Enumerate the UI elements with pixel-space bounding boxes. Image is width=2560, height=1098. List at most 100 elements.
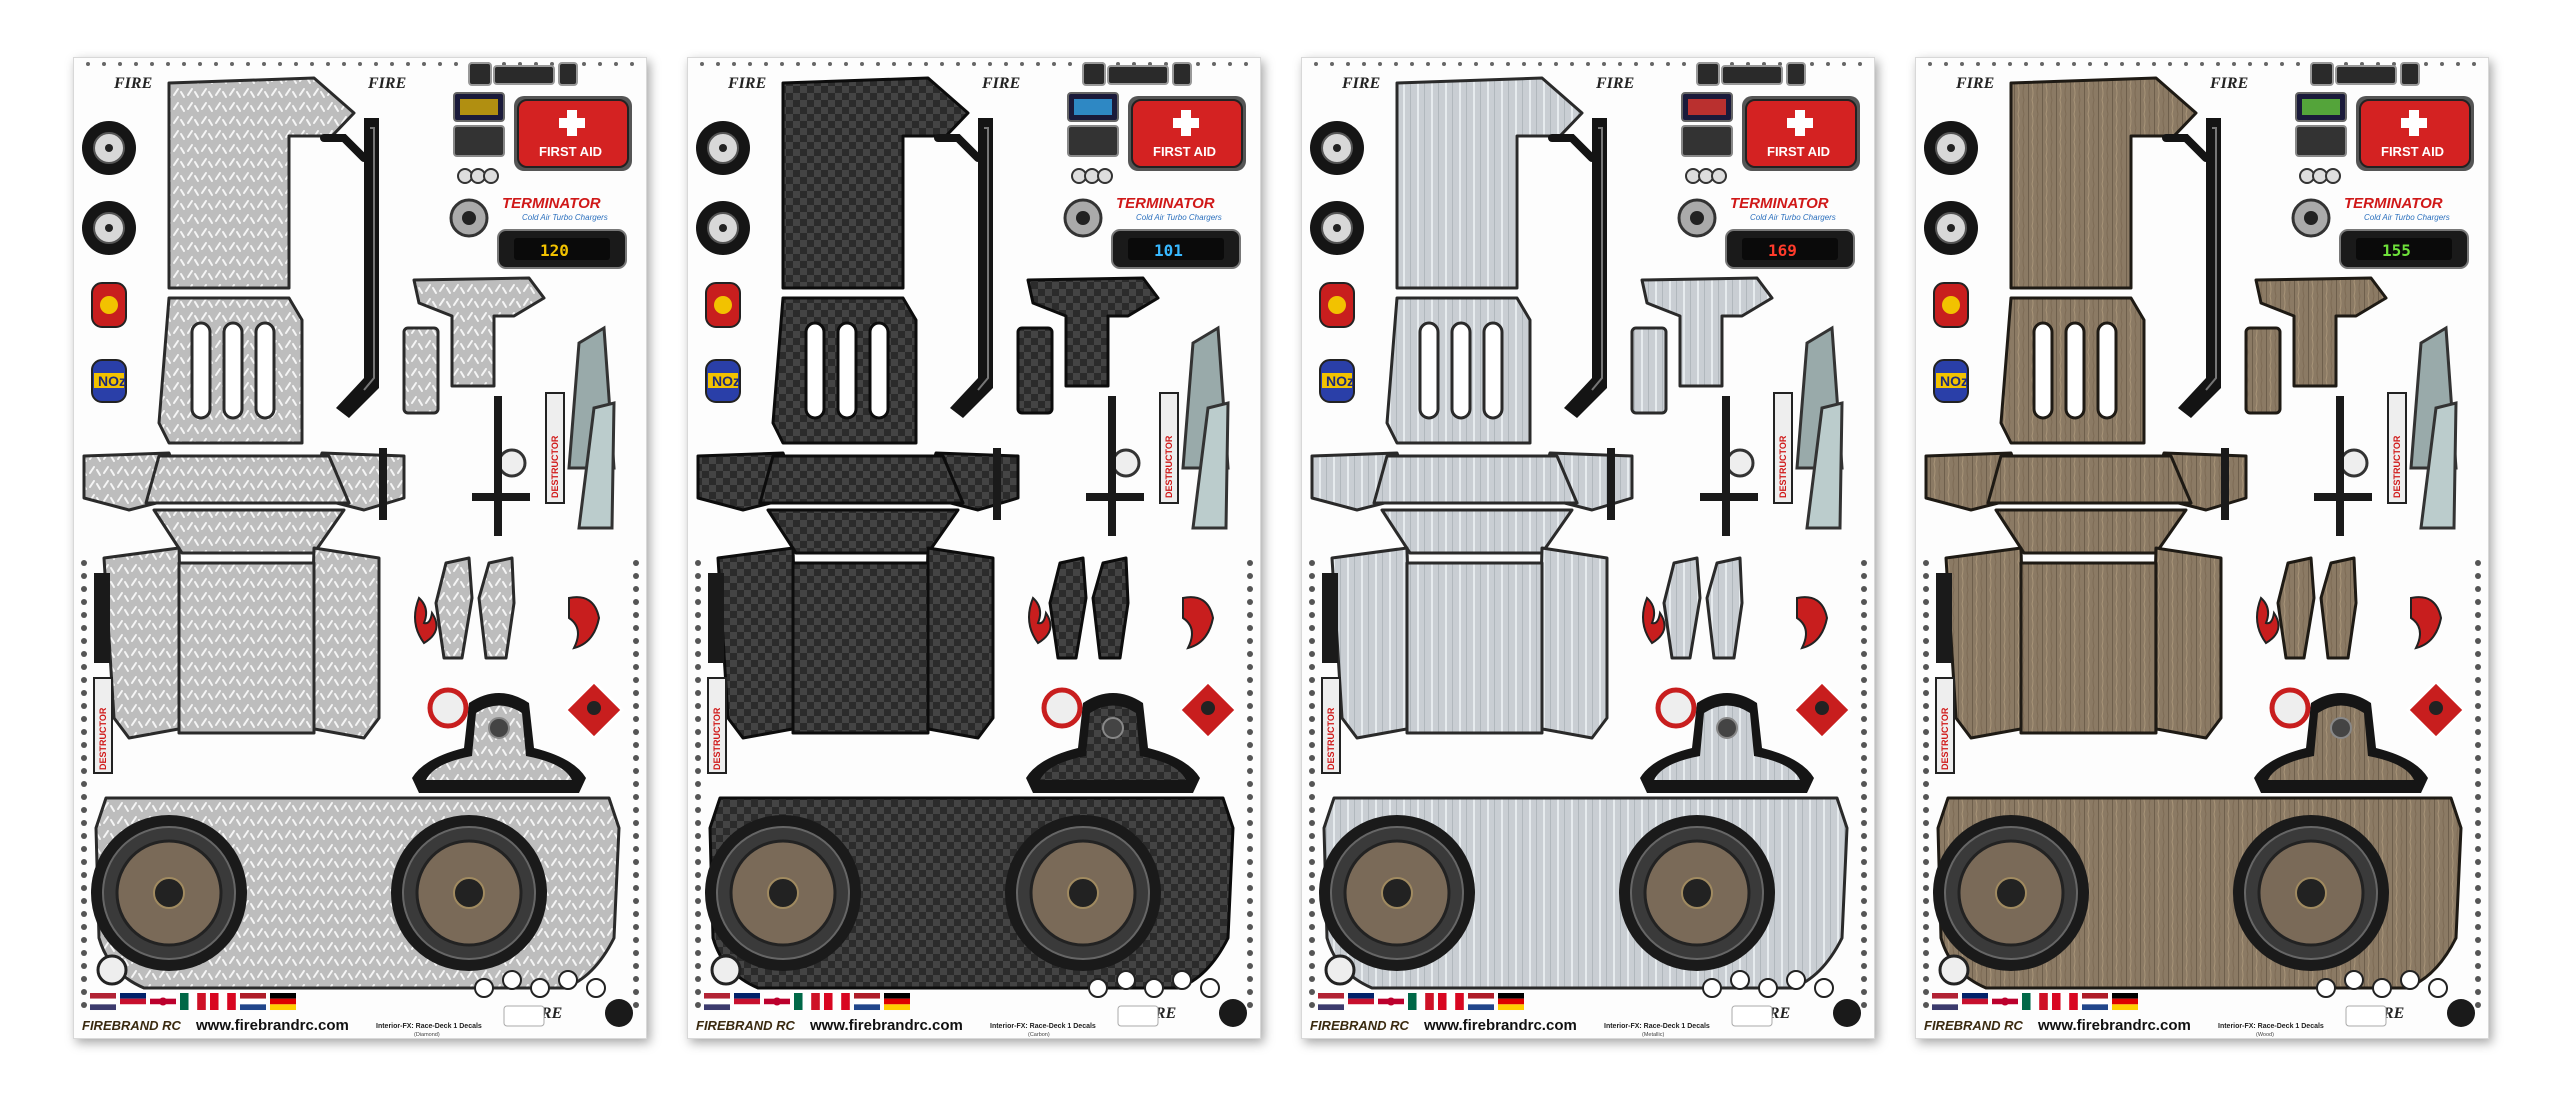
skull-badge bbox=[586, 978, 606, 998]
roll-bar-arm bbox=[934, 134, 982, 162]
rivet-top bbox=[2216, 62, 2220, 66]
rivet-top bbox=[700, 62, 704, 66]
rivet-left bbox=[695, 625, 701, 631]
flag-nl-icon bbox=[1468, 993, 1494, 1011]
turbo-hub bbox=[1076, 211, 1090, 225]
rivet-right bbox=[1247, 976, 1253, 982]
rivet-left bbox=[695, 950, 701, 956]
rivet-left bbox=[1309, 586, 1315, 592]
side-panel-left bbox=[1330, 546, 1414, 740]
rivet-left bbox=[1923, 690, 1929, 696]
rivet-right bbox=[2475, 729, 2481, 735]
rivet-top bbox=[1928, 62, 1932, 66]
pedal-left bbox=[1662, 556, 1702, 660]
destructor-label: DESTRUCTOR bbox=[2392, 435, 2402, 498]
rivet-right bbox=[633, 781, 639, 787]
seat-slot bbox=[836, 321, 858, 420]
shifter-rod bbox=[2336, 396, 2344, 536]
rivet-left bbox=[1309, 781, 1315, 787]
seat-top-panel bbox=[2009, 76, 2198, 290]
hub bbox=[719, 224, 727, 232]
rivet-top bbox=[1666, 62, 1670, 66]
side-strip-panel bbox=[402, 326, 440, 415]
roll-bar-decal bbox=[950, 118, 993, 418]
speaker-cap bbox=[767, 877, 799, 909]
roll-bar-highlight bbox=[2205, 127, 2217, 391]
rivet-top bbox=[1394, 62, 1398, 66]
flag-band bbox=[1992, 1004, 2018, 1011]
rivet-top bbox=[582, 62, 586, 66]
flag-band bbox=[1932, 998, 1958, 1005]
rivet-left bbox=[1309, 924, 1315, 930]
roll-bar-decal bbox=[2178, 118, 2221, 418]
brand-name: FIREBRAND RC bbox=[1310, 1018, 1410, 1033]
flag-band bbox=[1992, 993, 2018, 999]
rivet-right bbox=[1247, 820, 1253, 826]
rivet-right bbox=[2475, 755, 2481, 761]
rivet-top bbox=[2008, 62, 2012, 66]
rivet-top bbox=[230, 62, 234, 66]
dash-pod-panel bbox=[2268, 705, 2414, 780]
rivet-right bbox=[633, 768, 639, 774]
rivet-top bbox=[1992, 62, 1996, 66]
terminator-title: TERMINATOR bbox=[2344, 195, 2443, 212]
flag-band bbox=[1468, 1004, 1494, 1011]
rivet-left bbox=[81, 612, 87, 618]
rivet-top bbox=[342, 62, 346, 66]
pedal-left bbox=[434, 556, 474, 660]
rivet-right bbox=[1861, 612, 1867, 618]
flag-band bbox=[270, 1004, 296, 1011]
yin-yang-badge bbox=[1324, 954, 1356, 986]
side-panel-left bbox=[716, 546, 800, 740]
rivet-right bbox=[2475, 794, 2481, 800]
hub bbox=[719, 144, 727, 152]
rivet-right bbox=[2475, 872, 2481, 878]
rivet-left bbox=[1923, 586, 1929, 592]
seat-cushion-top bbox=[1986, 454, 2193, 505]
rivet-left bbox=[1923, 911, 1929, 917]
gauge-dial bbox=[470, 168, 486, 184]
rivet-right bbox=[633, 963, 639, 969]
flame-emblem bbox=[1028, 596, 1052, 645]
rivet-left bbox=[1923, 716, 1929, 722]
rivet-right bbox=[633, 677, 639, 683]
rivet-top bbox=[2152, 62, 2156, 66]
rivet-right bbox=[1247, 859, 1253, 865]
rivet-right bbox=[633, 911, 639, 917]
rivet-right bbox=[1247, 950, 1253, 956]
rivet-left bbox=[695, 729, 701, 735]
rivet-top bbox=[876, 62, 880, 66]
extinguisher-badge bbox=[100, 296, 118, 314]
rivet-right bbox=[2475, 1002, 2481, 1008]
fire-skull-logo bbox=[605, 999, 633, 1027]
digital-gauge-screen bbox=[1128, 238, 1224, 260]
rivet-top bbox=[2424, 62, 2428, 66]
flag-band bbox=[218, 993, 228, 1010]
gauge-dial bbox=[1711, 168, 1727, 184]
gauge-readout: 169 bbox=[1768, 241, 1797, 260]
rivet-right bbox=[1247, 833, 1253, 839]
rivet-left bbox=[1309, 976, 1315, 982]
rivet-top bbox=[214, 62, 218, 66]
rivet-top bbox=[1378, 62, 1382, 66]
rivet-right bbox=[2475, 560, 2481, 566]
rivet-top bbox=[150, 62, 154, 66]
rivet-right bbox=[2475, 651, 2481, 657]
flag-band bbox=[180, 993, 189, 1010]
rivet-right bbox=[2475, 586, 2481, 592]
flag-us-icon bbox=[90, 993, 116, 1011]
flag-band bbox=[811, 993, 820, 1010]
rivet-right bbox=[1861, 599, 1867, 605]
console-panel bbox=[412, 276, 546, 388]
rivet-right bbox=[1247, 677, 1253, 683]
rivet-top bbox=[1212, 62, 1216, 66]
seat-top-panel bbox=[167, 76, 356, 290]
rivet-left bbox=[1923, 755, 1929, 761]
extinguisher-badge bbox=[1942, 296, 1960, 314]
rivet-right bbox=[633, 742, 639, 748]
rivet-right bbox=[1861, 677, 1867, 683]
terminator-subtitle: Cold Air Turbo Chargers bbox=[2364, 213, 2450, 222]
console-panel bbox=[1026, 276, 1160, 388]
window-triangle bbox=[1191, 401, 1230, 530]
yin-yang-badge bbox=[710, 954, 742, 986]
